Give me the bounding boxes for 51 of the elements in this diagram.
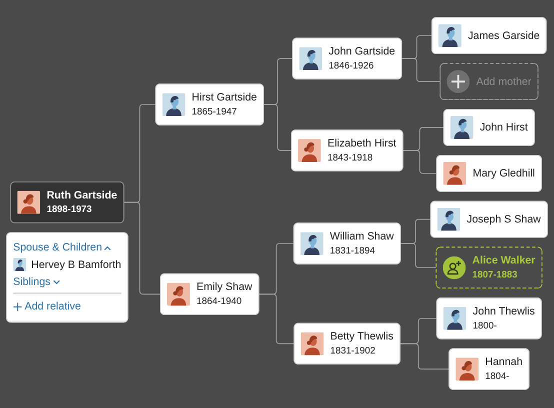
life-dates: 1843-1918 [328,153,373,164]
person-name: Hirst Gartside [192,91,257,104]
person-name: Joseph S Shaw [466,212,541,226]
person-name: Elizabeth Hirst [328,137,396,150]
life-dates: 1864-1940 [196,297,242,307]
connector-line [400,344,450,370]
person-name: Ruth Gartside [46,188,118,202]
person-name: Betty Thewlis [330,330,394,343]
person-card [436,298,542,340]
person-name: Mary Gledhill [472,166,535,180]
add-parent-button: Add mother [440,64,538,100]
suggested-person-card [436,247,542,289]
person-card [436,155,542,192]
person-card [294,323,400,366]
section-toggle: Spouse & Children [13,241,112,254]
life-dates: 1804- [485,372,510,382]
selected-person-card [10,182,124,224]
life-dates: 1865-1947 [192,107,237,118]
connector-line [402,150,438,174]
person-card [155,84,264,126]
person-name: William Shaw [330,230,394,242]
person-name: John Thewlis [472,304,535,318]
life-dates: 1831-1894 [330,246,375,256]
person-name: John Gartside [328,45,396,58]
life-dates: 1800- [472,321,497,332]
connector-line [258,294,295,345]
person-name: James Garside [468,29,540,42]
person-card [448,348,530,390]
life-dates: 1831-1902 [330,346,376,356]
person-card [431,18,547,55]
person-card [443,109,535,146]
life-dates: 1807-1883 [472,270,518,280]
person-card [293,223,401,265]
connector-line [401,58,441,82]
life-dates: 1898-1973 [46,205,92,216]
section-toggle: Siblings [13,275,60,288]
connector-line [263,104,292,152]
spouse-name: Hervey B Bamforth [31,258,122,271]
connector-line [400,244,437,269]
person-name: John Hirst [480,121,528,134]
person-card [430,201,548,238]
person-name: Alice Walker [472,254,536,267]
connector-line [123,202,161,296]
relatives-menu-panel [6,232,128,324]
person-card [291,130,404,172]
person-name: Hannah [485,356,522,368]
life-dates: 1846-1926 [328,61,374,72]
person-card [292,38,402,80]
add-relative-link: Add relative [13,300,81,313]
person-name: Emily Shaw [196,280,252,294]
person-card [160,274,260,316]
